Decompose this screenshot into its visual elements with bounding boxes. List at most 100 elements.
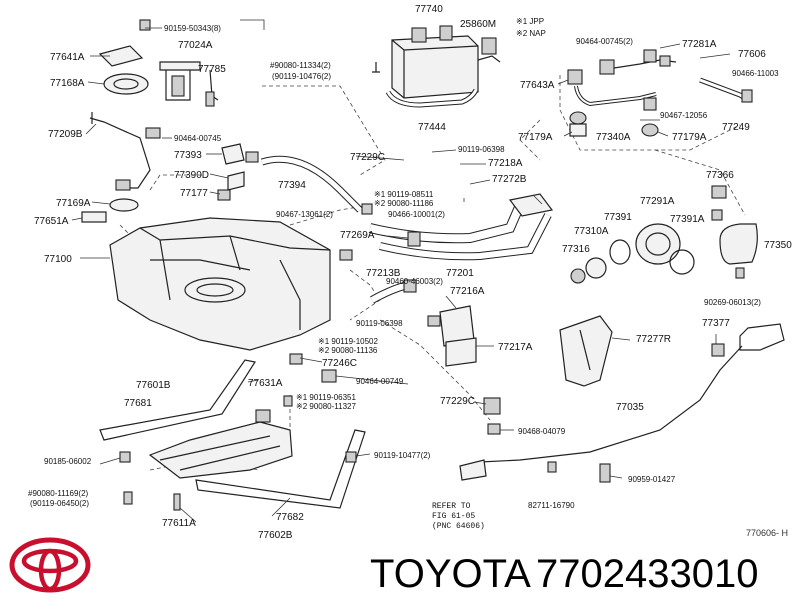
label-25860m: 25860M: [460, 19, 496, 30]
label-90466-11003: 90466-11003: [732, 69, 779, 78]
fill-hose: [260, 155, 363, 213]
note-jpp: ※1 JPP: [516, 17, 544, 26]
fuel-filler-pipe: [339, 193, 554, 261]
label-77377: 77377: [702, 318, 730, 329]
label-90119-10476: (90119-10476(2): [272, 72, 331, 81]
label-90080-11136: ※2 90080-11136: [318, 346, 378, 355]
part-labels: 77740 25860M ※1 JPP ※2 NAP 90159-50343(8…: [28, 4, 792, 541]
label-77366: 77366: [706, 170, 734, 181]
label-77651a: 77651A: [34, 216, 69, 227]
label-90080-11186: ※2 90080-11186: [374, 199, 434, 208]
label-77390d: 77390D: [174, 170, 209, 181]
vent-valve-assembly: [567, 49, 753, 137]
note-nap: ※2 NAP: [516, 29, 546, 38]
part-number: 7702433010: [536, 552, 758, 596]
label-90464-00745-2: 90464-00745(2): [576, 37, 633, 46]
breather-hose: [370, 279, 441, 327]
refer-to-line1: REFER TO: [432, 502, 471, 511]
label-77682: 77682: [276, 512, 304, 523]
fuel-sender-gauge: [81, 112, 151, 223]
label-77602b: 77602B: [258, 530, 293, 541]
label-77606: 77606: [738, 49, 766, 60]
filler-brackets: [439, 305, 501, 435]
label-77217a: 77217A: [498, 342, 533, 353]
label-77179a-left: 77179A: [518, 132, 553, 143]
fuel-tank: [109, 217, 331, 351]
label-77391: 77391: [604, 212, 632, 223]
label-77272b: 77272B: [492, 174, 527, 185]
label-77681: 77681: [124, 398, 152, 409]
label-90119-08511: ※1 90119-08511: [374, 190, 434, 199]
label-90467-12056: 90467-12056: [660, 111, 708, 120]
label-77246c: 77246C: [322, 358, 357, 369]
filler-neck-clamps: [145, 127, 373, 215]
label-90185-06002: 90185-06002: [44, 457, 92, 466]
label-77249: 77249: [722, 122, 750, 133]
label-77024a: 77024A: [178, 40, 213, 51]
label-77391a: 77391A: [670, 214, 705, 225]
leader-lines: [71, 19, 731, 523]
label-90080-11334: #90080-11334(2): [270, 61, 331, 70]
label-77340a: 77340A: [596, 132, 631, 143]
label-77740: 77740: [415, 4, 443, 15]
label-90119-10502: ※1 90119-10502: [318, 337, 378, 346]
label-77179a-right: 77179A: [672, 132, 707, 143]
label-77643a: 77643A: [520, 80, 555, 91]
label-90467-13061: 90467-13061(2): [276, 210, 333, 219]
label-90468-04079: 90468-04079: [518, 427, 566, 436]
label-90959-01427: 90959-01427: [628, 475, 676, 484]
charcoal-canister: [372, 25, 501, 99]
label-77641a: 77641A: [50, 52, 85, 63]
label-77631a: 77631A: [248, 378, 283, 389]
label-77394: 77394: [278, 180, 306, 191]
label-90119-06351: ※1 90119-06351: [296, 393, 356, 402]
fuel-lid-assembly: [559, 185, 758, 387]
fuel-pump-assembly: [98, 19, 219, 107]
label-77785: 77785: [198, 64, 226, 75]
label-77393: 77393: [174, 150, 202, 161]
label-77229c-bottom: 77229C: [440, 396, 475, 407]
label-77216a: 77216A: [450, 286, 485, 297]
label-77100: 77100: [44, 254, 72, 265]
toyota-logo-icon: [9, 537, 91, 593]
label-77601b: 77601B: [136, 380, 171, 391]
label-77201: 77201: [446, 268, 474, 279]
label-90464-00749: 90464-00749: [356, 377, 404, 386]
drawing-number: 770606- H: [746, 528, 788, 538]
label-77281a: 77281A: [682, 39, 717, 50]
label-90119-06398-top: 90119-06398: [458, 145, 505, 154]
label-90119-06398-mid: 90119-06398: [356, 319, 403, 328]
fuel-lid-release-cable: [459, 323, 785, 483]
label-90269-06013: 90269-06013(2): [704, 298, 761, 307]
label-90119-06450: (90119-06450(2): [30, 499, 89, 508]
label-77168a: 77168A: [50, 78, 85, 89]
label-77177: 77177: [180, 188, 208, 199]
label-77169a: 77169A: [56, 198, 91, 209]
vapor-hose: [385, 88, 479, 108]
label-77310a: 77310A: [574, 226, 609, 237]
label-90159-50343: 90159-50343(8): [164, 24, 221, 33]
refer-to-line3: (PNC 64606): [432, 522, 485, 531]
label-82711-16790: 82711-16790: [528, 501, 575, 510]
label-77277r: 77277R: [636, 334, 671, 345]
label-90460-46003: 90460-46003(2): [386, 277, 443, 286]
label-77209b: 77209B: [48, 129, 83, 140]
label-77218a: 77218A: [488, 158, 523, 169]
label-77269a: 77269A: [340, 230, 375, 241]
brand-name: TOYOTA: [370, 552, 531, 596]
label-77213b: 77213B: [366, 268, 401, 279]
label-77035: 77035: [616, 402, 644, 413]
label-90464-00745: 90464-00745: [174, 134, 222, 143]
label-90119-10477: 90119-10477(2): [374, 451, 431, 460]
label-77291a: 77291A: [640, 196, 675, 207]
tank-straps-protector: [99, 353, 366, 511]
label-90080-11169: #90080-11169(2): [28, 489, 89, 498]
label-77611a: 77611A: [162, 518, 196, 529]
refer-to-line2: FIG 61-05: [432, 512, 475, 521]
label-77229c-top: 77229C: [350, 152, 385, 163]
label-77316: 77316: [562, 244, 590, 255]
label-77350: 77350: [764, 240, 792, 251]
label-90466-10001: 90466-10001(2): [388, 210, 445, 219]
label-90080-11327: ※2 90080-11327: [296, 402, 356, 411]
